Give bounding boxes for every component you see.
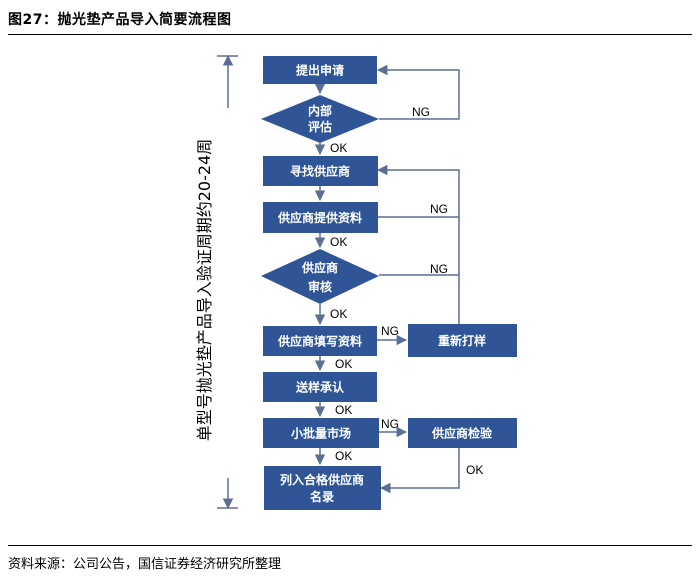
node-small-batch-label: 小批量市场 [291,426,351,441]
label-ng-internal-review: NG [412,105,430,119]
decision-internal-review [261,95,379,143]
node-resample-label: 重新打样 [438,333,486,348]
node-resample [408,324,517,357]
figure-title: 图27：抛光垫产品导入简要流程图 [8,12,232,28]
label-ng-fill-data: NG [381,324,399,338]
decision-supplier-audit-line2: 审核 [308,279,332,294]
bottom-rule [8,545,692,546]
node-supplier-inspection [408,418,517,448]
node-supplier-provide-label: 供应商提供资料 [277,210,362,225]
node-submit-label: 提出申请 [296,63,344,78]
label-ok-fill-data: OK [335,357,352,371]
flowchart: 单型号抛光垫产品导入验证周期约20-24周 提出申请 内部 评估 寻找供应商 [195,54,517,510]
label-ng-supplier-audit: NG [430,262,448,276]
label-ok-internal-review: OK [330,141,347,155]
node-supplier-inspection-label: 供应商检验 [431,426,493,441]
node-qualified-supplier-list [264,466,381,510]
node-supplier-fill-label: 供应商填写资料 [277,334,362,349]
timeline-label: 单型号抛光垫产品导入验证周期约20-24周 [195,139,214,442]
decision-supplier-audit [261,249,379,304]
node-submit-application [263,56,377,84]
label-ok-provide-data: OK [330,235,347,249]
label-ok-supplier-inspection: OK [466,463,483,477]
label-ng-provide-data: NG [430,202,448,216]
decision-internal-review-line1: 内部 [308,103,332,118]
node-supplier-provide-data [263,202,378,233]
node-qualified-list-line2: 名录 [310,489,334,504]
node-small-batch-market [263,418,379,448]
node-qualified-list-line1: 列入合格供应商 [280,472,364,487]
node-supplier-fill-data [263,326,377,356]
label-ok-supplier-audit: OK [330,307,347,321]
node-find-supplier [263,156,378,186]
label-ok-sample-approval: OK [335,403,352,417]
top-rule [8,34,692,35]
timeline-bracket [217,54,238,510]
label-ng-small-batch: NG [381,417,399,431]
connectors [314,64,460,494]
figure-source: 资料来源：公司公告，国信证券经济研究所整理 [8,557,282,572]
label-ok-small-batch: OK [335,449,352,463]
node-find-supplier-label: 寻找供应商 [290,164,350,179]
node-sample-approval-label: 送样承认 [295,380,345,395]
decision-supplier-audit-line1: 供应商 [301,260,338,275]
decision-internal-review-line2: 评估 [308,119,332,134]
node-sample-approval [263,372,377,402]
